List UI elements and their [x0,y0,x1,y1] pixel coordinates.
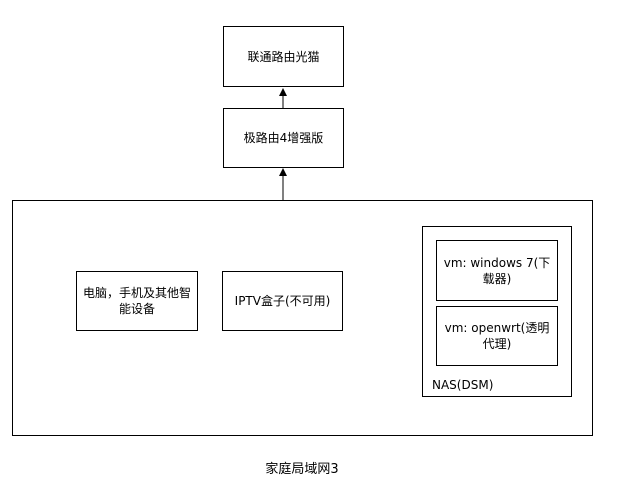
router-node: 极路由4增强版 [223,108,344,168]
lan-label: 家庭局域网3 [265,462,339,477]
vm-windows-label: vm: windows 7(下载器) [443,255,551,286]
modem-node: 联通路由光猫 [223,26,344,87]
router-label: 极路由4增强版 [243,131,324,145]
vm-windows-node: vm: windows 7(下载器) [436,240,558,301]
vm-openwrt-label: vm: openwrt(透明代理) [444,321,550,351]
modem-label: 联通路由光猫 [247,49,320,64]
iptv-node: IPTV盒子(不可用) [222,271,343,331]
iptv-label: IPTV盒子(不可用) [234,294,331,308]
nas-label: NAS(DSM) [432,378,494,392]
pc-devices-label: 电脑，手机及其他智能设备 [83,286,192,316]
vm-openwrt-node: vm: openwrt(透明代理) [436,306,558,366]
pc-devices-node: 电脑，手机及其他智能设备 [76,271,198,331]
